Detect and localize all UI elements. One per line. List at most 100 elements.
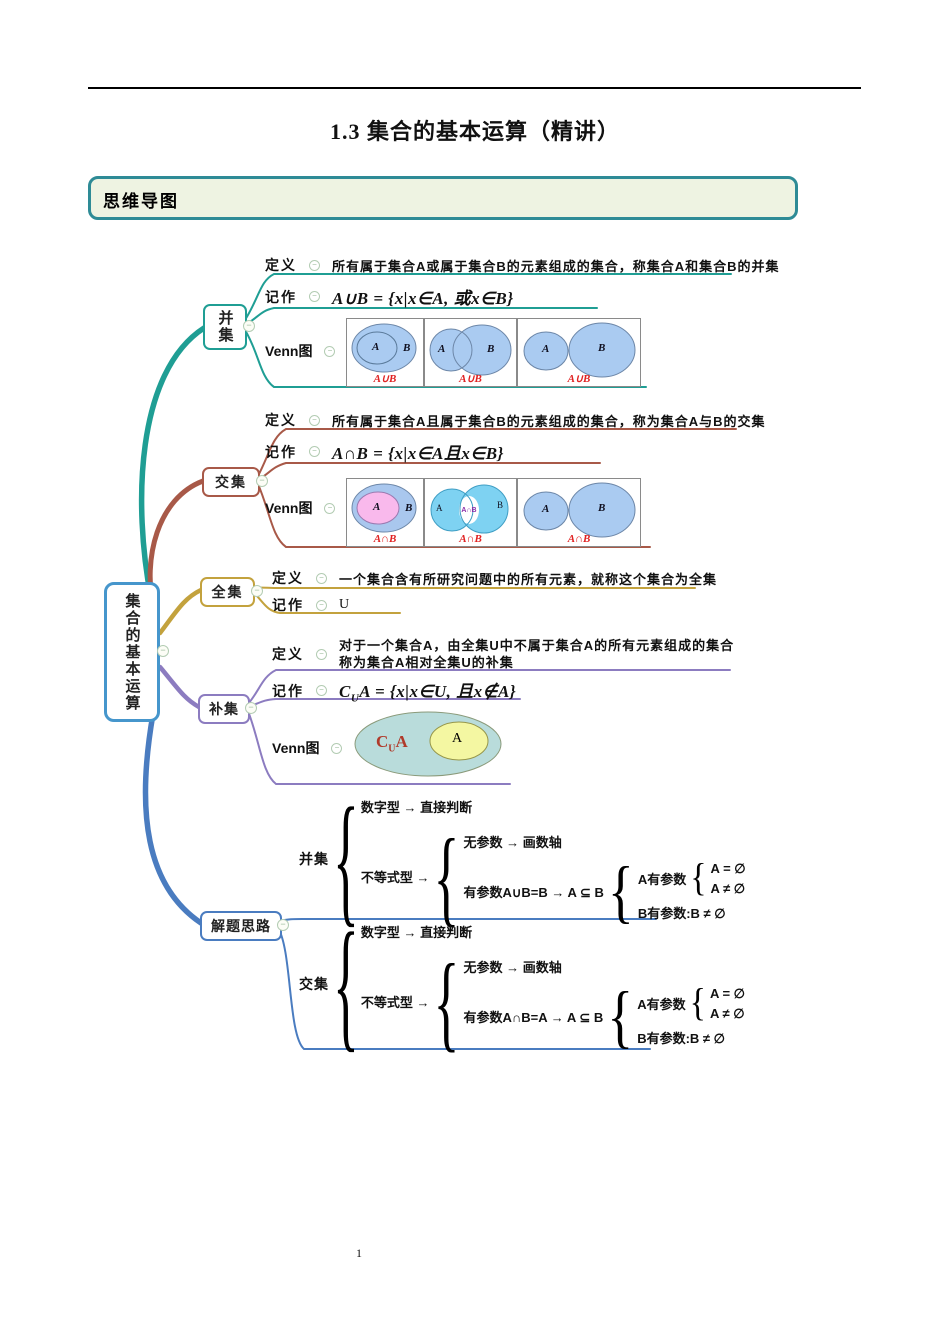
complement-label: 补集	[209, 701, 239, 717]
header-rule	[88, 87, 861, 89]
venn-caption: A∪B	[567, 373, 591, 385]
complement-definition-text: 对于一个集合A，由全集U中不属于集合A的所有元素组成的集合 称为集合A相对全集U…	[339, 638, 734, 670]
solve-intersection-no-param: 无参数 → 画数轴	[463, 959, 562, 975]
venn-label: Venn图	[265, 343, 313, 359]
collapse-icon: −	[251, 585, 263, 597]
page-number: 1	[356, 1246, 362, 1260]
venn-caption: A∪B	[459, 373, 482, 385]
collapse-icon: −	[324, 502, 336, 514]
collapse-icon: −	[316, 599, 327, 611]
venn-caption: A∩B	[459, 533, 482, 545]
definition-label: 定义	[272, 570, 304, 586]
brace: {	[690, 856, 707, 900]
collapse-icon: −	[331, 742, 343, 754]
root-label: 集合的基本运算	[123, 592, 141, 712]
solve-intersection-b-param: B有参数:B ≠ ∅	[637, 1030, 726, 1046]
union-formula: A∪B = {x|x∈A, 或x∈B}	[332, 289, 514, 308]
set-b-label: B	[405, 502, 413, 514]
union-definition-text: 所有属于集合A或属于集合B的元素组成的集合，称集合A和集合B的并集	[332, 258, 780, 274]
brace: {	[333, 778, 359, 940]
set-a-label: A	[542, 503, 550, 515]
notation-label: 记作	[272, 682, 304, 699]
venn-diagram-intersection-subset: A B A∩B	[346, 478, 424, 547]
venn-caption: A∩B	[373, 533, 397, 545]
brace: {	[333, 903, 359, 1065]
set-a-label: A	[438, 343, 446, 355]
brace: {	[433, 816, 460, 937]
solve-union-label: 并集	[299, 851, 329, 867]
union-notation-row: 记作 − A∪B = {x|x∈A, 或x∈B}	[265, 284, 514, 309]
set-b-label: B	[487, 343, 495, 355]
intersection-definition-text: 所有属于集合A且属于集合B的元素组成的集合，称为集合A与B的交集	[332, 413, 766, 429]
intersection-formula: A∩B = {x|x∈A且x∈B}	[332, 444, 504, 463]
collapse-icon: −	[309, 446, 320, 457]
universal-notation-value: U	[339, 597, 350, 612]
collapse-icon: −	[316, 685, 327, 697]
set-b-label: B	[598, 502, 606, 514]
brace: {	[607, 852, 634, 930]
set-a-label: A	[452, 731, 463, 746]
set-a-label: A	[542, 343, 550, 355]
universal-label: 全集	[211, 584, 244, 600]
solve-union-a-nonempty: A ≠ ∅	[710, 880, 746, 896]
collapse-icon: −	[157, 645, 169, 657]
universal-notation-row: 记作 − U	[272, 595, 349, 615]
notation-label: 记作	[265, 443, 297, 460]
universal-definition-row: 定义 − 一个集合含有所研究问题中的所有元素，就称这个集合为全集	[272, 568, 717, 588]
solve-union-with-param: 有参数A∪B=B → A ⊆ B	[463, 884, 604, 900]
venn-diagram-intersection-overlap: A B A∩B A∩B	[424, 478, 517, 547]
solve-union-numeric: 数字型 → 直接判断	[360, 799, 473, 815]
mindmap-root-node: 集合的基本运算	[104, 582, 160, 722]
intersection-label: 交集	[215, 474, 247, 490]
solve-union-a-empty: A = ∅	[710, 860, 746, 876]
brace: {	[607, 977, 634, 1055]
intersection-definition-row: 定义 − 所有属于集合A且属于集合B的元素组成的集合，称为集合A与B的交集	[265, 410, 766, 430]
formula-c: C	[339, 682, 351, 701]
section-title: 思维导图	[103, 192, 179, 211]
complement-definition-row: 定义 − 对于一个集合A，由全集U中不属于集合A的所有元素组成的集合 称为集合A…	[272, 638, 734, 670]
collapse-icon: −	[316, 648, 327, 660]
lens-label: A∩B	[461, 507, 477, 514]
cua-sub: U	[388, 743, 396, 755]
collapse-icon: −	[309, 414, 320, 426]
solve-label: 解题思路	[211, 918, 271, 934]
definition-label: 定义	[265, 257, 297, 273]
notation-label: 记作	[265, 288, 297, 305]
mindmap-node-union: 并集	[203, 304, 247, 350]
solve-intersection-numeric: 数字型 → 直接判断	[360, 924, 473, 940]
collapse-icon: −	[243, 320, 255, 332]
collapse-icon: −	[309, 291, 320, 302]
formula-rest: A = {x|x∈U, 且x∉A}	[359, 682, 517, 701]
solve-intersection-a-nonempty: A ≠ ∅	[709, 1005, 745, 1021]
definition-label: 定义	[272, 646, 304, 662]
solve-intersection-a-param: A有参数	[637, 997, 686, 1012]
collapse-icon: −	[324, 345, 336, 357]
venn-diagram-union-subset: A B A∪B	[346, 318, 424, 387]
venn-caption: A∩B	[567, 533, 591, 545]
collapse-icon: −	[309, 259, 320, 271]
set-a-label: A	[372, 341, 380, 353]
definition-label: 定义	[265, 412, 297, 428]
complement-notation-row: 记作 − CUA = {x|x∈U, 且x∉A}	[272, 677, 516, 704]
union-venn-row: Venn图 −	[265, 341, 336, 361]
set-a-label: A	[373, 501, 381, 513]
venn-label: Venn图	[272, 740, 320, 756]
cua-c: C	[376, 732, 389, 751]
solve-union-no-param: 无参数 → 画数轴	[463, 834, 562, 850]
collapse-icon: −	[256, 475, 268, 487]
solve-intersection-group: 交集 { 数字型 → 直接判断 不等式型 → { 无参数 → 画数轴 有参数A∩…	[299, 911, 745, 1057]
solve-union-group: 并集 { 数字型 → 直接判断 不等式型 → { 无参数 → 画数轴 有参数A∪…	[299, 786, 746, 932]
solve-intersection-inequality-label: 不等式型 →	[360, 995, 430, 1010]
solve-intersection-with-param: 有参数A∩B=A → A ⊆ B	[463, 1009, 604, 1025]
solve-union-a-param: A有参数	[637, 872, 687, 887]
mindmap-node-intersection: 交集	[202, 467, 260, 497]
mindmap-node-solve: 解题思路	[200, 911, 282, 941]
venn-diagram-union-overlap: A B A∪B	[424, 318, 517, 387]
set-b-label: B	[403, 342, 411, 354]
venn-diagram-complement: CUA A	[352, 710, 507, 782]
collapse-icon: −	[277, 919, 289, 931]
brace: {	[433, 941, 460, 1062]
cua-a: A	[395, 732, 408, 751]
complement-definition-line1: 对于一个集合A，由全集U中不属于集合A的所有元素组成的集合	[339, 638, 735, 653]
complement-venn-row: Venn图 −	[272, 738, 343, 758]
